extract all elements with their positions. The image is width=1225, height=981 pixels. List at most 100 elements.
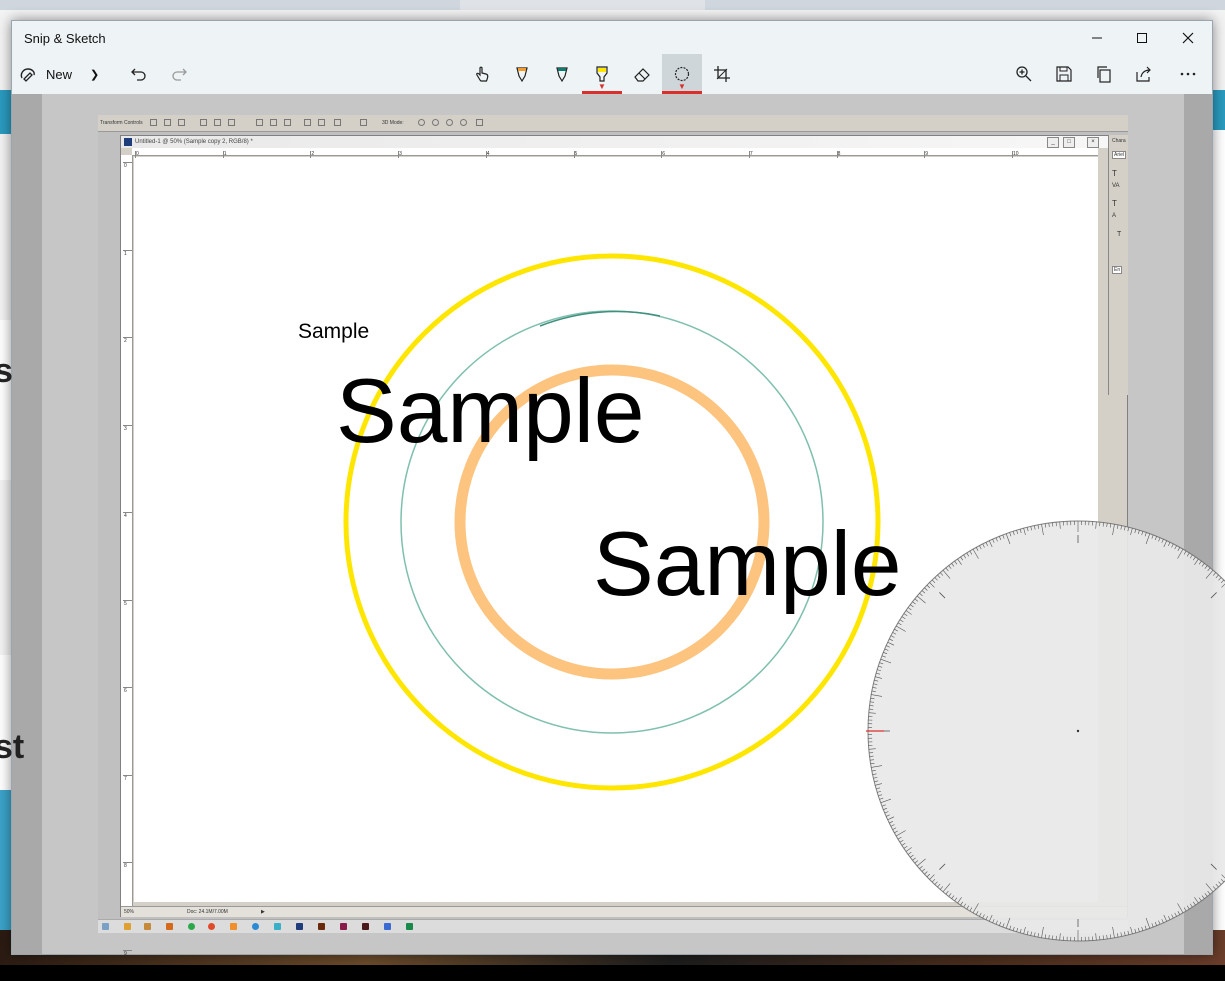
canvas-area[interactable]: Transform Controls 3D Mode:: [12, 94, 1212, 954]
protractor-tick: [873, 777, 878, 779]
taskbar-icon: [144, 923, 151, 930]
protractor-tick: [1134, 928, 1137, 933]
highlighter-button[interactable]: ▼: [582, 54, 622, 94]
protractor-tick: [1221, 874, 1225, 879]
protractor-tick: [889, 638, 893, 641]
protractor-tick: [929, 582, 935, 588]
protractor-tick: [999, 536, 1002, 541]
protractor-tick: [1183, 907, 1187, 912]
ruler-protractor-button[interactable]: ▼: [662, 54, 702, 94]
close-button[interactable]: [1166, 25, 1210, 51]
ruler-tick: [123, 862, 132, 863]
protractor-tick: [1130, 528, 1133, 535]
protractor-major-tick: [939, 863, 946, 870]
background-tab[interactable]: [0, 0, 460, 10]
protractor-tick: [1012, 531, 1015, 536]
chevron-down-icon[interactable]: ▼: [598, 82, 606, 91]
ballpoint-pen-icon: [516, 67, 528, 83]
redo-button[interactable]: [159, 54, 199, 94]
3d-slide-icon: [460, 119, 467, 126]
protractor-tick: [886, 645, 890, 648]
protractor-tick: [1117, 524, 1119, 529]
undo-button[interactable]: [119, 54, 159, 94]
protractor-tick: [880, 798, 892, 804]
more-options-button[interactable]: [1168, 54, 1208, 94]
zoom-button[interactable]: [1004, 54, 1044, 94]
chevron-down-icon[interactable]: ❯: [90, 68, 100, 81]
pencil-button[interactable]: [542, 54, 582, 94]
protractor-tick: [1009, 925, 1012, 930]
protractor-tick: [1002, 534, 1005, 539]
panel-label: En: [1112, 266, 1123, 274]
ruler-number: 10: [1013, 151, 1019, 157]
protractor-tick: [871, 690, 876, 692]
3d-scale-icon: [476, 119, 483, 126]
protractor-tick: [982, 543, 985, 548]
minimize-button[interactable]: [1075, 25, 1119, 51]
protractor-tick: [1026, 930, 1029, 935]
panel-label: Ariel: [1112, 151, 1127, 159]
protractor-tick: [942, 569, 951, 579]
protractor-tick: [1112, 926, 1115, 938]
redo-icon: [172, 68, 187, 81]
save-button[interactable]: [1044, 54, 1084, 94]
protractor-tick: [992, 539, 995, 543]
protractor-tick: [879, 662, 884, 665]
protractor-tick: [1192, 556, 1196, 561]
protractor-tick: [1141, 531, 1144, 536]
title-bar[interactable]: Snip & Sketch: [12, 21, 1212, 54]
photoshop-logo-icon: [124, 138, 132, 146]
character-panel: Chara Ariel T VA T A T En: [1108, 135, 1128, 395]
protractor-tick: [1037, 933, 1039, 938]
distribute-icon: [318, 119, 325, 126]
maximize-icon: □: [1063, 137, 1075, 148]
eraser-button[interactable]: [622, 54, 662, 94]
protractor-tick: [901, 842, 906, 846]
protractor-tick: [926, 584, 931, 589]
new-button-label: New: [46, 66, 73, 82]
protractor-tick: [1171, 543, 1174, 548]
protractor-tick: [1120, 525, 1122, 530]
protractor-tick: [1177, 903, 1184, 914]
share-icon: [1136, 66, 1151, 82]
touch-writing-button[interactable]: [462, 54, 502, 94]
protractor-tool[interactable]: [866, 520, 1225, 942]
protractor-tick: [1207, 567, 1211, 572]
ruler-tick: [123, 162, 132, 163]
maximize-button[interactable]: [1120, 25, 1164, 51]
chevron-down-icon[interactable]: ▼: [678, 82, 686, 91]
background-tab-strip: [0, 0, 1225, 10]
protractor-icon: [674, 66, 690, 82]
protractor-tick: [886, 814, 890, 817]
protractor-face[interactable]: [867, 520, 1225, 942]
protractor-tick: [1174, 545, 1177, 550]
protractor-tick: [871, 765, 883, 768]
ruler-tick: [398, 151, 400, 158]
ruler-number: 4: [486, 151, 490, 157]
protractor-tick: [924, 871, 928, 875]
background-tab[interactable]: [705, 0, 1225, 10]
new-snip-button[interactable]: New ❯: [18, 54, 126, 94]
share-button[interactable]: [1124, 54, 1164, 94]
protractor-tick: [1215, 883, 1219, 888]
taskbar-icon: [406, 923, 413, 930]
ballpoint-pen-button[interactable]: [502, 54, 542, 94]
protractor-tick: [1221, 583, 1225, 588]
protractor-tick: [883, 807, 888, 810]
ruler-number: 6: [662, 151, 665, 157]
protractor-tick: [894, 628, 898, 632]
protractor-tick: [890, 824, 895, 827]
ruler-tick: [123, 337, 132, 338]
protractor-tick: [966, 905, 970, 910]
protractor-tick: [1012, 926, 1015, 931]
taskbar-icon: [188, 923, 195, 930]
copy-button[interactable]: [1084, 54, 1124, 94]
background-band: [0, 655, 12, 795]
protractor-tick: [1019, 529, 1022, 534]
protractor-tick: [931, 579, 936, 584]
crop-button[interactable]: [702, 54, 742, 94]
protractor-tick: [982, 914, 985, 919]
protractor-tick: [870, 762, 875, 765]
ruler-number: 9: [124, 950, 127, 957]
